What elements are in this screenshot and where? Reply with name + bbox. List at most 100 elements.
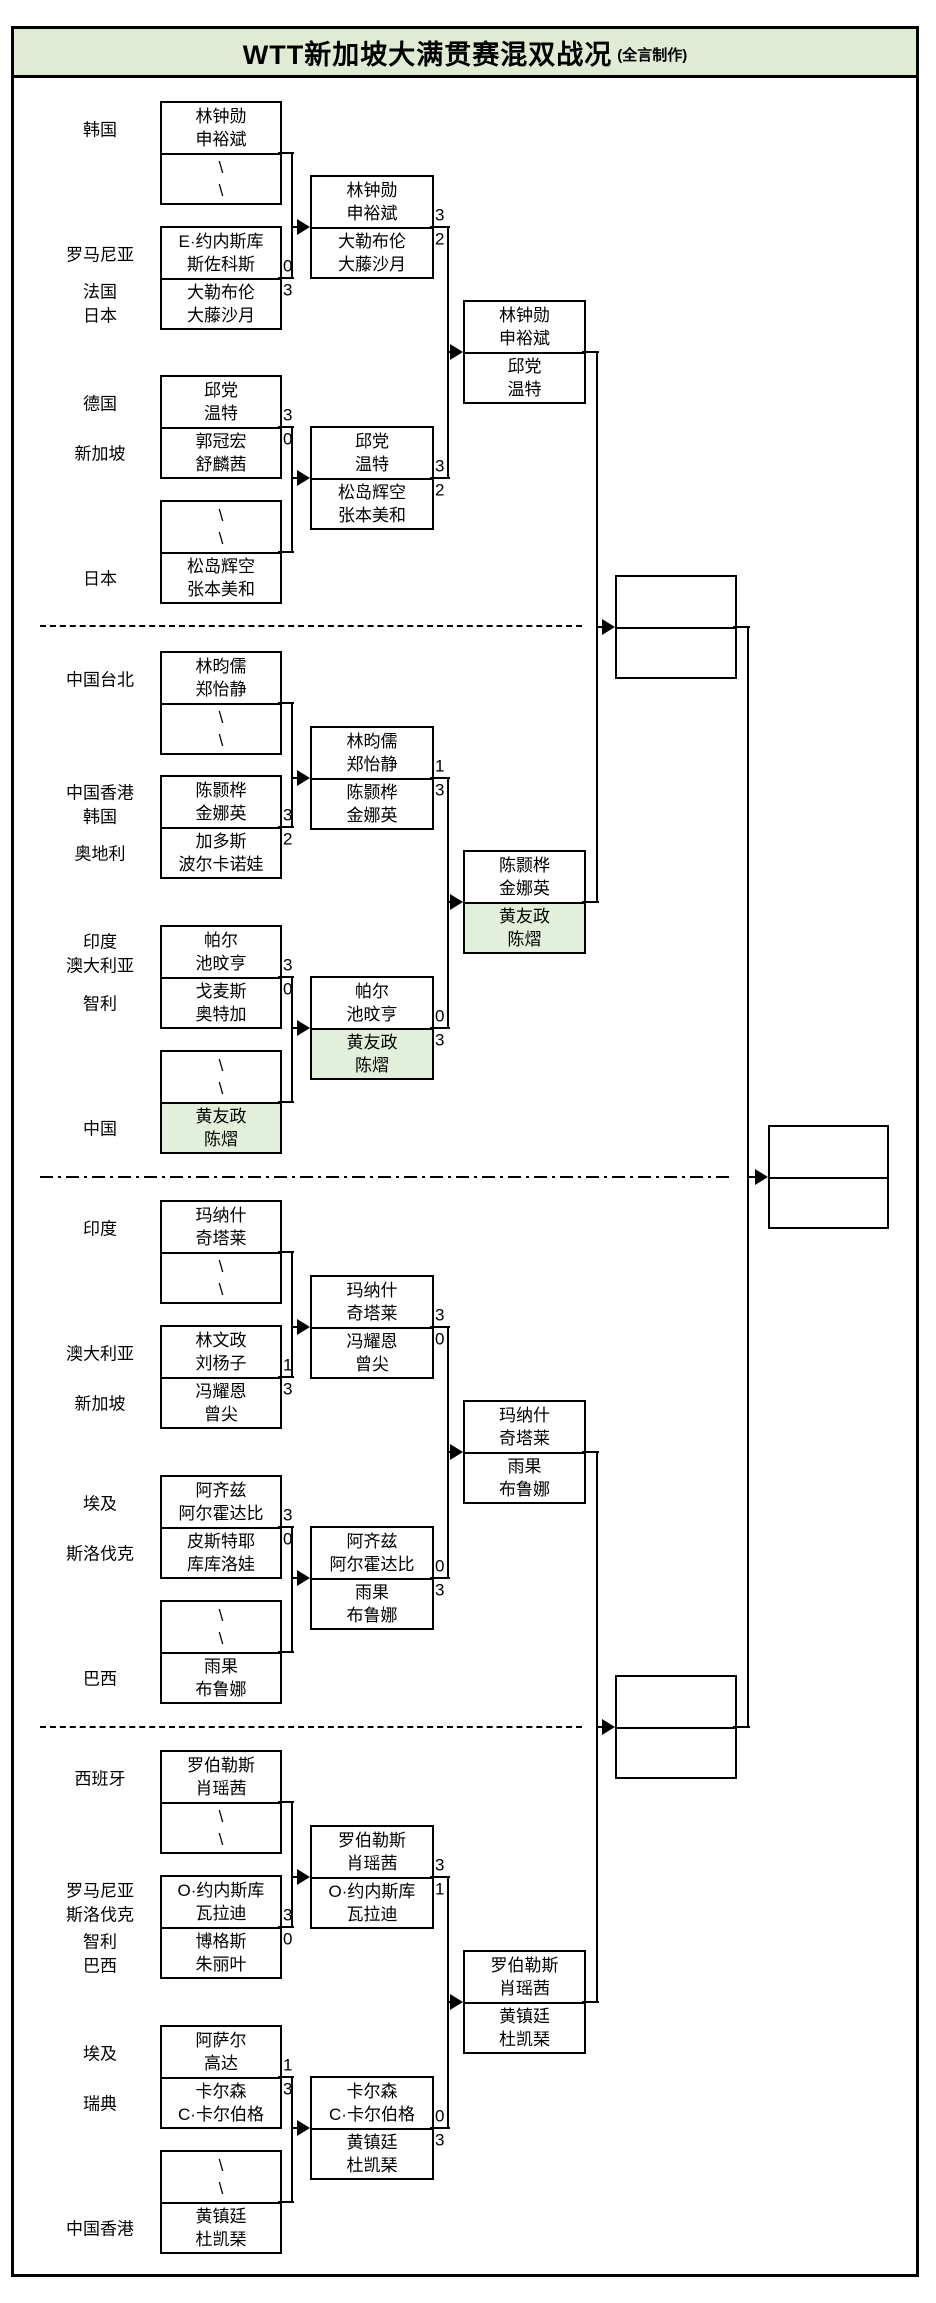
player-name: 温特 bbox=[204, 404, 238, 423]
country-label: 中国香港 bbox=[66, 783, 134, 803]
match-box bbox=[615, 1675, 737, 1779]
player-name: 布鲁娜 bbox=[195, 1680, 247, 1699]
player-name: 刘杨子 bbox=[195, 1354, 247, 1373]
connector-lead bbox=[292, 1027, 298, 1029]
connector-vline bbox=[291, 2076, 293, 2203]
connector-stub bbox=[278, 1376, 294, 1378]
pair-cell: 冯耀恩曾尖 bbox=[312, 1327, 432, 1377]
connector-stub bbox=[278, 826, 294, 828]
score-label: 0 bbox=[283, 1929, 293, 1949]
score-label: 0 bbox=[435, 1329, 445, 1349]
country-label: 印度 bbox=[83, 932, 117, 952]
player-name: 黄镇廷 bbox=[346, 2133, 398, 2152]
player-name: 池旼亨 bbox=[346, 1005, 398, 1024]
player-name: 曾尖 bbox=[355, 1355, 389, 1374]
match-box: 玛纳什奇塔莱\\ bbox=[160, 1200, 282, 1304]
connector-stub bbox=[582, 901, 599, 903]
pair-cell: 郭冠宏舒麟茜 bbox=[162, 427, 280, 477]
pair-cell: 玛纳什奇塔莱 bbox=[465, 1402, 584, 1452]
score-label: 1 bbox=[283, 2055, 293, 2075]
player-name: 杜凯琹 bbox=[195, 2230, 247, 2249]
country-label: 斯洛伐克 bbox=[66, 1544, 134, 1564]
bye-mark: \ bbox=[218, 2179, 224, 2198]
pair-cell: 陈颢桦金娜英 bbox=[312, 778, 432, 828]
player-name: 松岛辉空 bbox=[187, 557, 255, 576]
score-label: 3 bbox=[435, 1305, 445, 1325]
connector-stub bbox=[278, 1101, 294, 1103]
arrow-icon bbox=[297, 1570, 310, 1586]
connector-stub bbox=[278, 1801, 294, 1803]
country-label: 罗马尼亚 bbox=[66, 245, 134, 265]
player-name: 瓦拉迪 bbox=[346, 1905, 398, 1924]
match-box bbox=[615, 575, 737, 679]
score-label: 3 bbox=[435, 205, 445, 225]
pair-cell: 罗伯勒斯肖瑶茜 bbox=[465, 1952, 584, 2002]
bye-mark: \ bbox=[218, 1280, 224, 1299]
player-name: E·约内斯库 bbox=[178, 232, 264, 251]
connector-lead bbox=[448, 2001, 451, 2003]
score-label: 3 bbox=[435, 1030, 445, 1050]
bye-mark: \ bbox=[218, 1606, 224, 1625]
match-box: \\松岛辉空张本美和 bbox=[160, 500, 282, 604]
player-name: 杜凯琹 bbox=[499, 2030, 550, 2049]
connector-vline bbox=[291, 426, 293, 553]
connector-lead bbox=[292, 1577, 298, 1579]
country-label: 罗马尼亚 bbox=[66, 1881, 134, 1901]
connector-lead bbox=[292, 226, 298, 228]
player-name: 黄友政 bbox=[499, 907, 550, 926]
connector-lead bbox=[597, 626, 603, 628]
player-name: 陈颢桦 bbox=[195, 781, 247, 800]
pair-cell: 阿萨尔高达 bbox=[162, 2027, 280, 2077]
match-box: 陈颢桦金娜英加多斯波尔卡诺娃 bbox=[160, 775, 282, 879]
score-label: 1 bbox=[435, 1879, 445, 1899]
match-box: 罗伯勒斯肖瑶茜黄镇廷杜凯琹 bbox=[463, 1950, 586, 2054]
pair-cell: 黄友政陈熠 bbox=[312, 1028, 432, 1078]
player-name: 林文政 bbox=[195, 1331, 247, 1350]
pair-cell: E·约内斯库斯佐科斯 bbox=[162, 228, 280, 278]
player-name: 陈颢桦 bbox=[346, 783, 398, 802]
pair-cell: 玛纳什奇塔莱 bbox=[312, 1277, 432, 1327]
player-name: 林钟勋 bbox=[499, 306, 550, 325]
player-name: 罗伯勒斯 bbox=[187, 1756, 255, 1775]
country-label: 埃及 bbox=[83, 2044, 117, 2064]
country-label: 韩国 bbox=[83, 807, 117, 827]
score-label: 1 bbox=[435, 756, 445, 776]
match-box: 帕尔池旼亨黄友政陈熠 bbox=[310, 976, 434, 1080]
pair-cell: 雨果布鲁娜 bbox=[162, 1652, 280, 1702]
player-name: 林昀儒 bbox=[346, 732, 398, 751]
bye-mark: \ bbox=[218, 1830, 224, 1849]
bye-cell: \\ bbox=[162, 1052, 280, 1102]
player-name: 冯耀恩 bbox=[346, 1332, 398, 1351]
match-box: 林昀儒郑怡静陈颢桦金娜英 bbox=[310, 726, 434, 830]
player-name: 金娜英 bbox=[499, 879, 550, 898]
pair-cell: 帕尔池旼亨 bbox=[312, 978, 432, 1028]
player-name: 高达 bbox=[204, 2054, 238, 2073]
bye-mark: \ bbox=[218, 1807, 224, 1826]
country-label: 澳大利亚 bbox=[66, 956, 134, 976]
bye-mark: \ bbox=[218, 158, 224, 177]
score-label: 3 bbox=[283, 280, 293, 300]
score-label: 3 bbox=[283, 1905, 293, 1925]
player-name: 林钟勋 bbox=[346, 181, 398, 200]
connector-vline bbox=[291, 976, 293, 1103]
connector-lead bbox=[597, 1726, 603, 1728]
connector-stub bbox=[582, 1451, 599, 1453]
pair-cell: 玛纳什奇塔莱 bbox=[162, 1202, 280, 1252]
connector-stub bbox=[430, 477, 450, 479]
country-label: 澳大利亚 bbox=[66, 1344, 134, 1364]
score-label: 0 bbox=[283, 256, 293, 276]
arrow-icon bbox=[450, 894, 463, 910]
bye-mark: \ bbox=[218, 529, 224, 548]
connector-vline bbox=[291, 1251, 293, 1378]
country-label: 中国台北 bbox=[66, 670, 134, 690]
connector-stub bbox=[582, 351, 599, 353]
match-box: \\黄友政陈熠 bbox=[160, 1050, 282, 1154]
connector-stub bbox=[278, 1926, 294, 1928]
country-label: 韩国 bbox=[83, 120, 117, 140]
bye-mark: \ bbox=[218, 1079, 224, 1098]
player-name: 奇塔莱 bbox=[499, 1429, 550, 1448]
score-label: 0 bbox=[435, 1006, 445, 1026]
country-label: 印度 bbox=[83, 1219, 117, 1239]
connector-stub bbox=[430, 226, 450, 228]
